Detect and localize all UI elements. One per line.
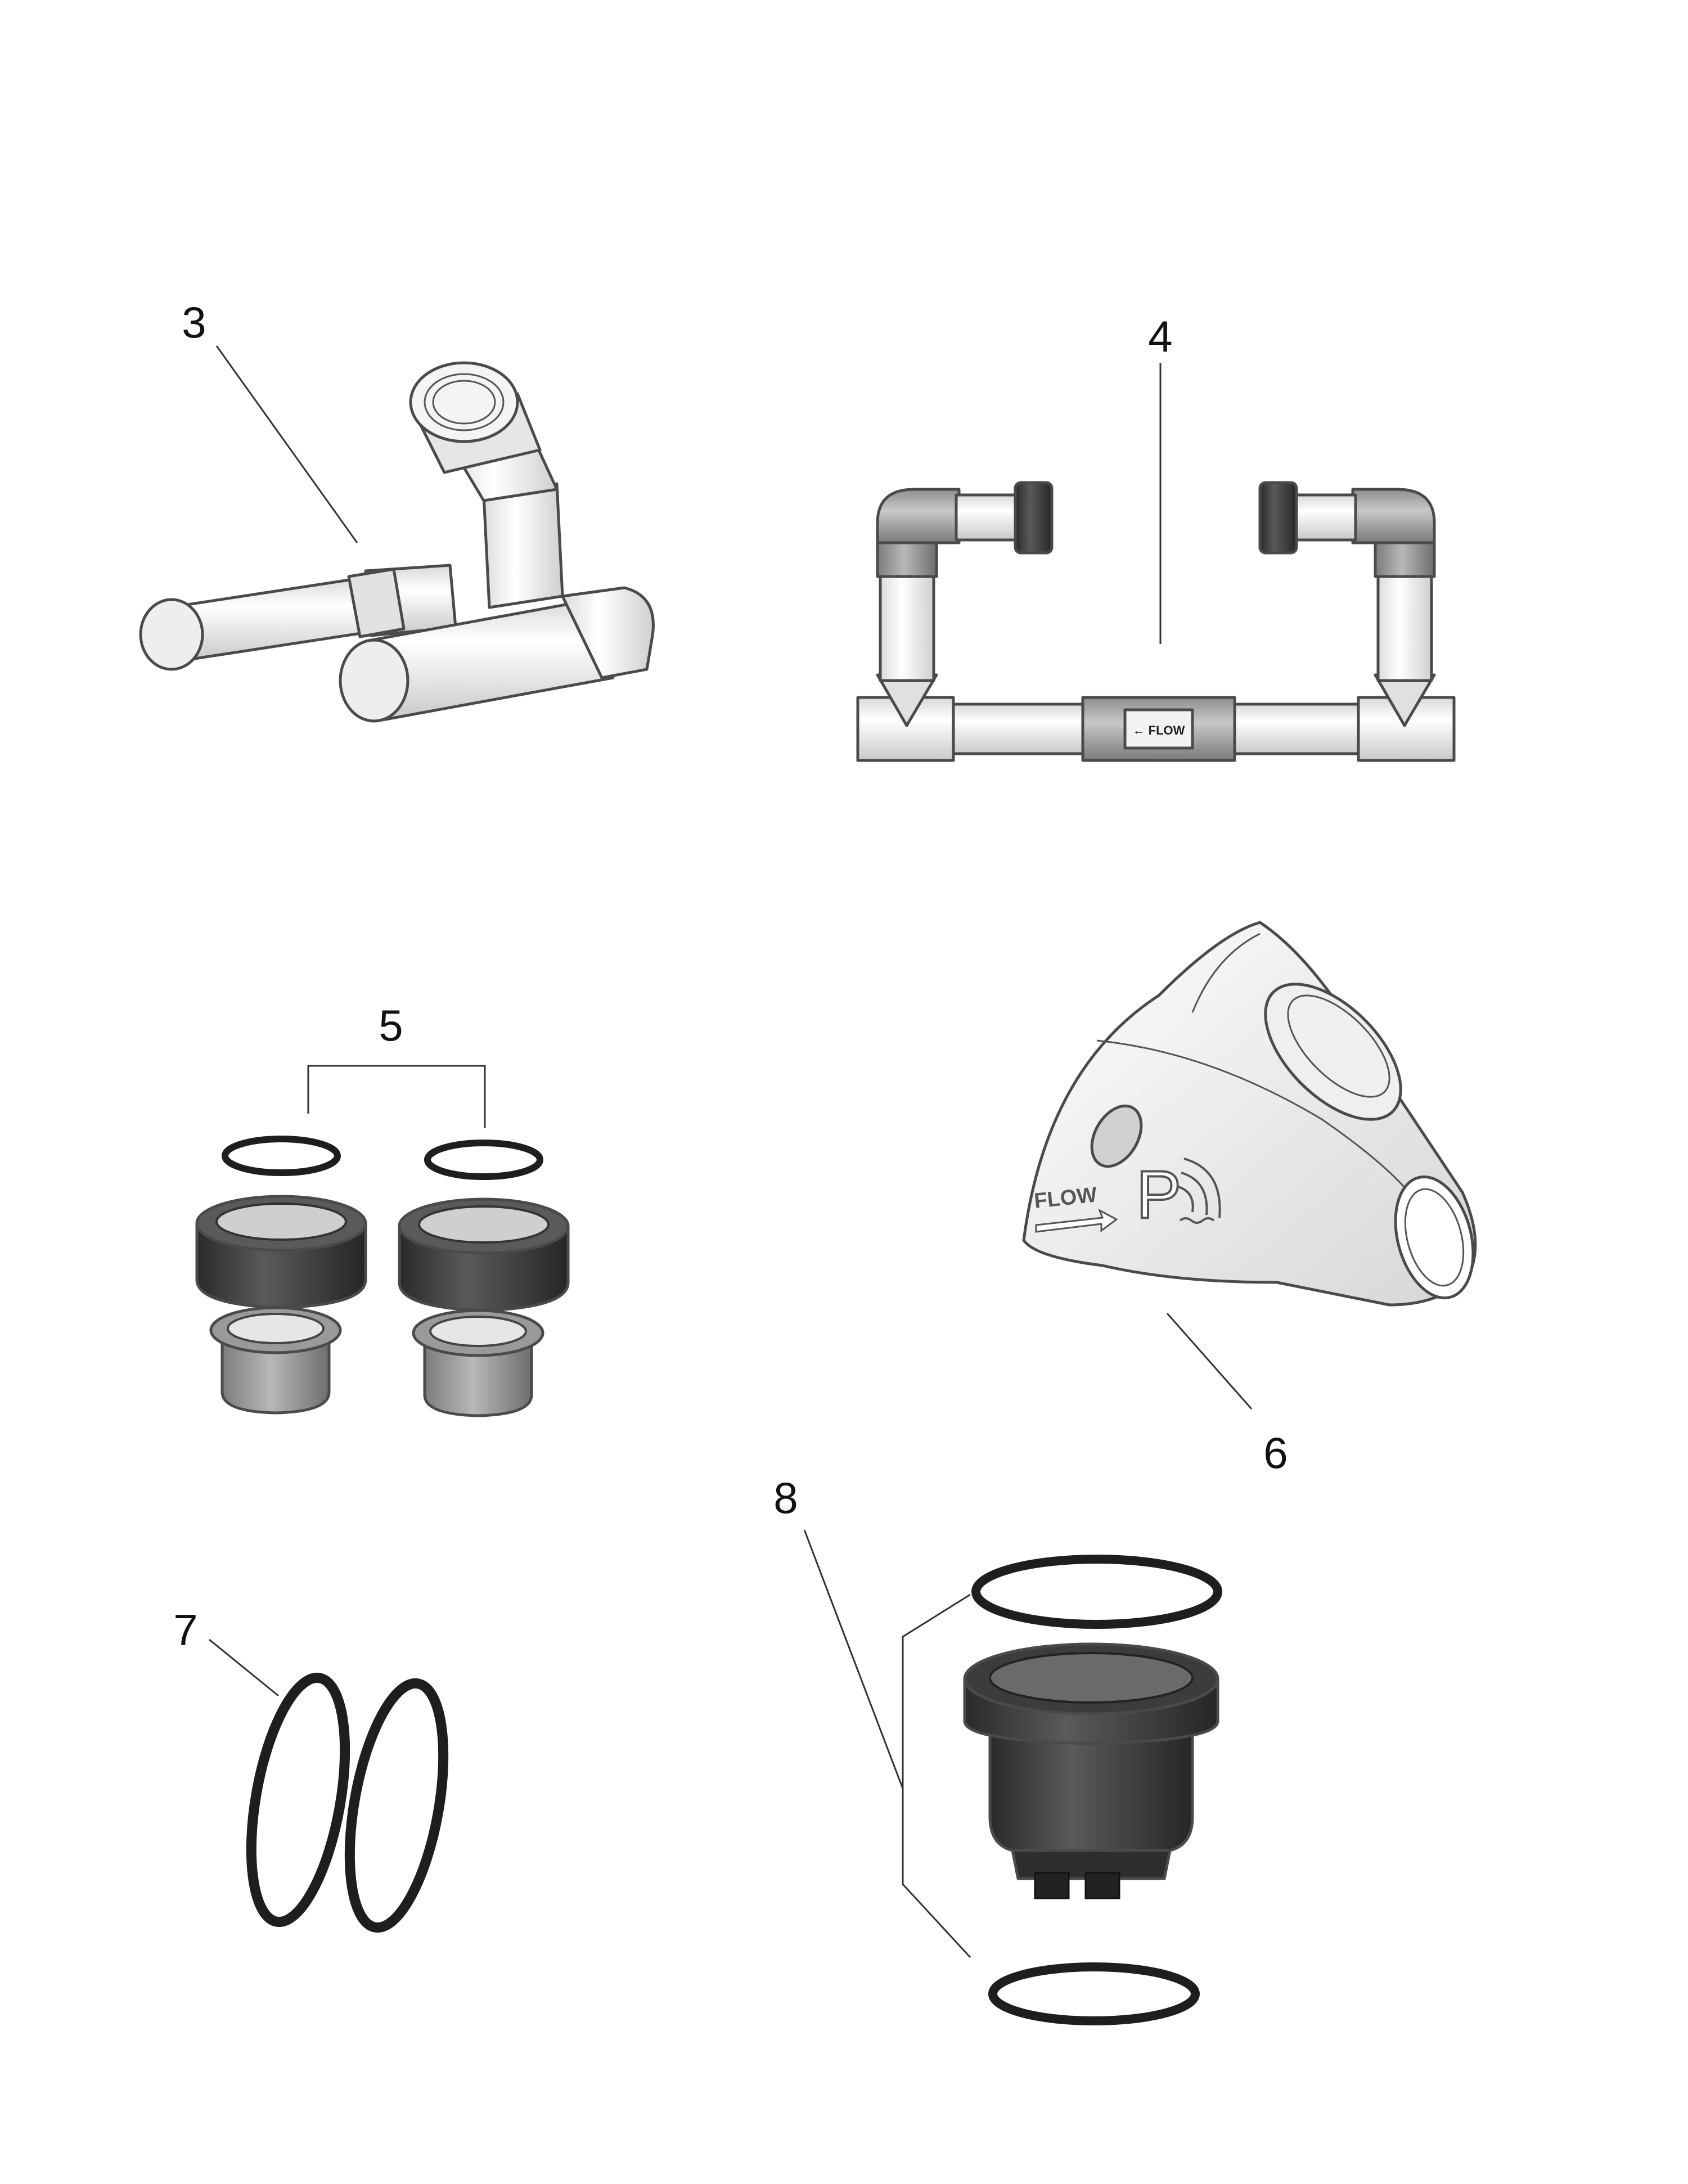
part-4-bypass-loop: ← FLOW — [856, 481, 1456, 762]
callout-3: 3 — [182, 298, 206, 347]
bypass-flow-label: ← FLOW — [1133, 723, 1185, 737]
o-ring-icon — [424, 1140, 543, 1180]
union-nut-icon — [1014, 481, 1054, 555]
part-6-cell-housing: FLOW P — [1022, 921, 1477, 1307]
o-ring-icon — [988, 1962, 1200, 2025]
union-tail-icon — [209, 1306, 342, 1415]
part-7-o-rings — [246, 1672, 449, 1933]
callout-6: 6 — [1263, 1428, 1288, 1478]
union-nut-icon — [1258, 481, 1298, 555]
part-8-fitting-kit — [963, 1555, 1222, 2025]
o-ring-icon — [971, 1555, 1222, 1629]
union-nut-icon — [195, 1195, 367, 1309]
part-5-union-kit — [195, 1136, 570, 1417]
callout-7: 7 — [173, 1605, 197, 1655]
callout-labels: 3 4 5 6 7 8 — [173, 298, 1288, 1655]
flow-arrow-icon — [1035, 1208, 1118, 1233]
union-tail-icon — [412, 1309, 544, 1417]
union-nut-icon — [409, 361, 542, 474]
cell-logo-letter: P — [1136, 1157, 1181, 1232]
callout-8: 8 — [773, 1473, 798, 1523]
o-ring-icon — [344, 1678, 449, 1933]
part-3-tee-manifold — [139, 361, 655, 723]
leader-lines — [209, 345, 1253, 1958]
callout-4: 4 — [1148, 312, 1172, 361]
cell-fitting-icon — [963, 1642, 1219, 1899]
union-nut-icon — [398, 1197, 570, 1312]
o-ring-icon — [222, 1136, 341, 1176]
wave-logo-icon — [1178, 1158, 1221, 1224]
o-ring-icon — [246, 1672, 350, 1928]
callout-5: 5 — [379, 1001, 403, 1050]
